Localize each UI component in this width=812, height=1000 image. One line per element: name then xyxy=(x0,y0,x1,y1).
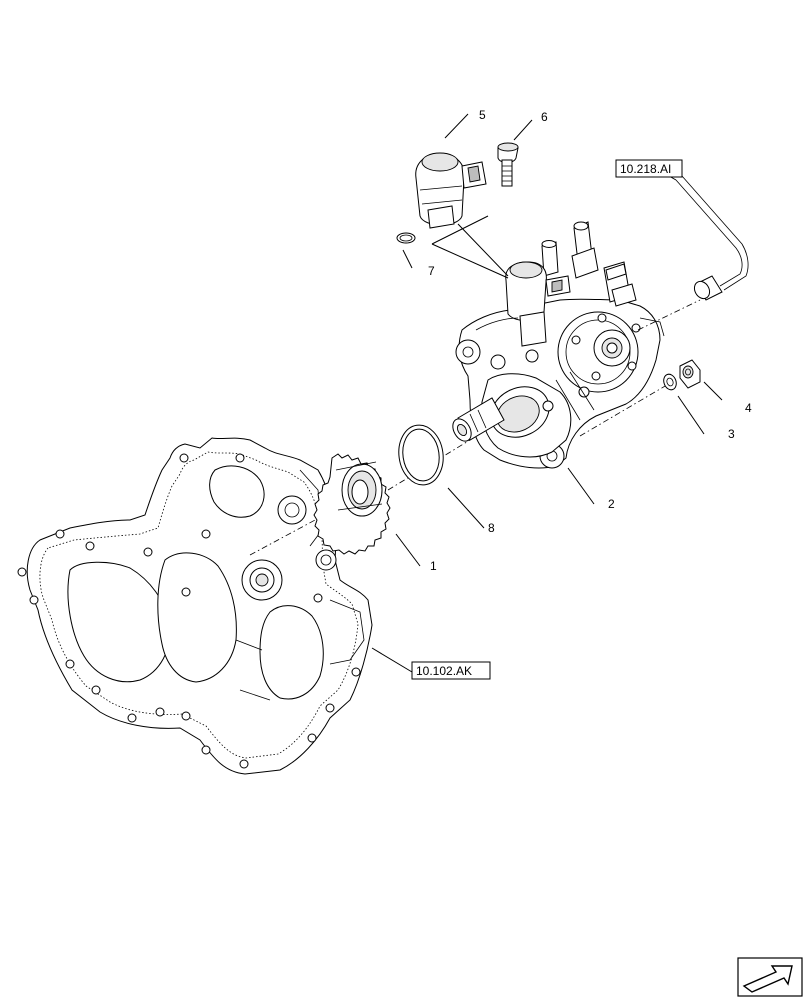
screw xyxy=(497,142,519,187)
nut xyxy=(679,359,701,389)
high-pressure-pump xyxy=(452,221,665,469)
fuel-metering-unit xyxy=(415,152,487,229)
reference-box-housing[interactable]: 10.102.AK xyxy=(411,661,491,680)
fuel-pipe xyxy=(675,175,749,301)
callout-leaders xyxy=(371,113,723,673)
o-ring-small xyxy=(396,232,416,244)
callout-3: 3 xyxy=(728,427,735,441)
reference-box-pipe[interactable]: 10.218.AI xyxy=(615,159,683,178)
o-ring-large xyxy=(398,424,444,486)
housing-bolt-holes xyxy=(17,453,361,769)
washer xyxy=(663,373,677,391)
nut-axis-line xyxy=(579,381,673,437)
reference-label-pipe: 10.218.AI xyxy=(620,162,671,176)
gear-axis-line xyxy=(249,511,331,556)
front-housing xyxy=(17,437,373,775)
callout-6: 6 xyxy=(541,110,548,124)
callout-7: 7 xyxy=(428,264,435,278)
pipe-axis-line xyxy=(637,299,701,331)
pump-drive-gear xyxy=(313,453,391,555)
callout-8: 8 xyxy=(488,521,495,535)
callout-5: 5 xyxy=(479,108,486,122)
assembly-line-b xyxy=(457,223,509,277)
assembly-line-a xyxy=(431,215,489,245)
callout-2: 2 xyxy=(608,497,615,511)
callout-1: 1 xyxy=(430,559,437,573)
next-page-arrow-icon[interactable] xyxy=(737,957,803,997)
reference-label-housing: 10.102.AK xyxy=(416,664,472,678)
callout-4: 4 xyxy=(745,401,752,415)
assembly-line-c xyxy=(431,243,509,279)
gear-axis-line-2 xyxy=(387,439,471,491)
